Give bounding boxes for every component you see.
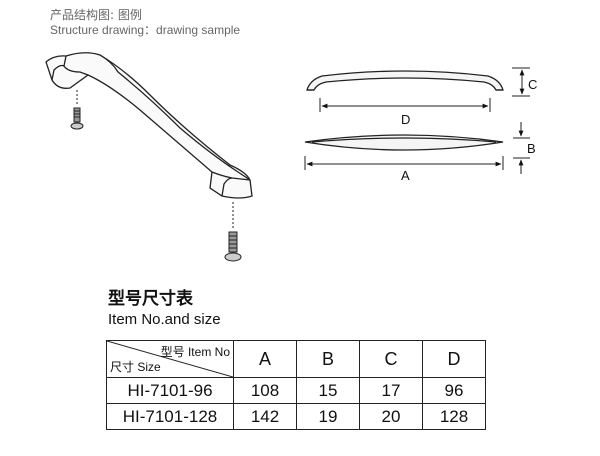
row-value-d: 96 — [422, 377, 486, 404]
table-row: HI-7101-128 142 19 20 128 — [106, 403, 486, 430]
dimension-c — [512, 67, 530, 97]
table-corner-cell: 型号 Item No 尺寸 Size — [106, 340, 234, 378]
row-value-a: 108 — [233, 377, 297, 404]
row-value-b: 19 — [296, 403, 360, 430]
row-value-c: 17 — [359, 377, 423, 404]
row-model-cell: HI-7101-128 — [106, 403, 234, 430]
size-table: 型号 Item No 尺寸 Size A B C D HI-7101-96 10… — [106, 340, 486, 430]
corner-label-size: 尺寸 Size — [110, 360, 161, 374]
dimension-d — [319, 98, 491, 112]
caption-english: Structure drawing：drawing sample — [50, 23, 241, 37]
table-header-row: 型号 Item No 尺寸 Size A B C D — [106, 340, 486, 378]
dim-label-d: D — [401, 112, 410, 127]
corner-label-item-no: 型号 Item No — [160, 345, 230, 359]
handle-top-view — [304, 134, 504, 151]
dimension-b — [513, 122, 530, 174]
screw-bottom — [224, 202, 242, 262]
dimension-a — [304, 156, 504, 170]
table-row: HI-7101-96 108 15 17 96 — [106, 377, 486, 404]
column-header-c: C — [359, 340, 423, 378]
size-table-title-cn: 型号尺寸表 — [108, 289, 193, 309]
row-value-d: 128 — [422, 403, 486, 430]
handle-side-view — [306, 70, 504, 91]
size-table-title-en: Item No.and size — [108, 311, 221, 328]
row-value-c: 20 — [359, 403, 423, 430]
row-value-a: 142 — [233, 403, 297, 430]
row-value-b: 15 — [296, 377, 360, 404]
dim-label-c: C — [528, 77, 537, 92]
column-header-b: B — [296, 340, 360, 378]
column-header-d: D — [422, 340, 486, 378]
dim-label-a: A — [401, 168, 410, 183]
caption-chinese: 产品结构图: 图例 — [50, 8, 142, 22]
column-header-a: A — [233, 340, 297, 378]
handle-3d-view — [45, 52, 253, 199]
structure-drawing: C D B A — [45, 52, 537, 262]
screw-top — [70, 90, 84, 130]
dim-label-b: B — [527, 141, 536, 156]
row-model-cell: HI-7101-96 — [106, 377, 234, 404]
